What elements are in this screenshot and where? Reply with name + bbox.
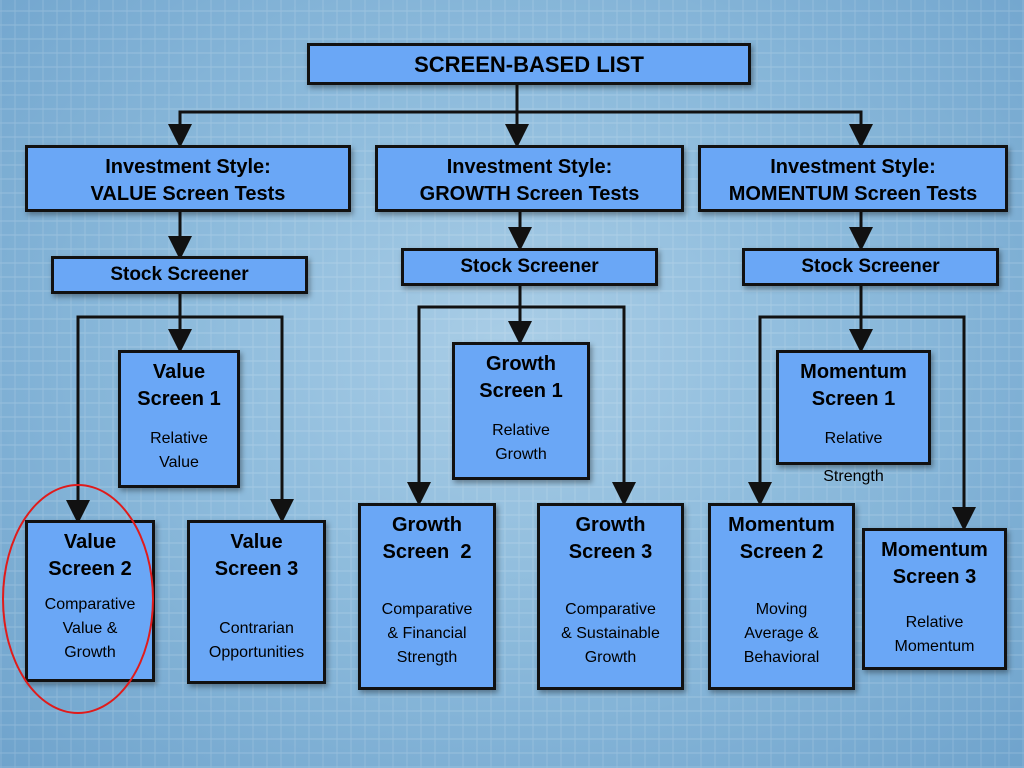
- momentum-screen-3: Momentum Screen 3 Relative Momentum: [862, 528, 1007, 670]
- momentum-screen-1-desc1: Relative: [824, 430, 883, 447]
- root-label: SCREEN-BASED LIST: [414, 52, 644, 77]
- momentum-screen-1: Momentum Screen 1 Relative Strength: [776, 350, 931, 485]
- momentum-screener-label: Stock Screener: [801, 256, 940, 277]
- growth-style-line1: Investment Style:: [446, 156, 613, 178]
- momentum-stock-screener: Stock Screener: [742, 248, 999, 286]
- value-screen-1: Value Screen 1 Relative Value: [118, 350, 240, 488]
- value-style-line1: Investment Style:: [105, 156, 271, 178]
- value-stock-screener: Stock Screener: [51, 256, 308, 294]
- value-screen-3-line1: Value: [230, 531, 283, 553]
- momentum-screen-2-desc2: Average &: [744, 625, 819, 642]
- momentum-screen-3-line2: Screen 3: [892, 566, 977, 588]
- value-screen-3-desc2: Opportunities: [208, 644, 305, 661]
- value-screen-3-line2: Screen 3: [214, 558, 299, 580]
- growth-screen-2-line1: Growth: [392, 514, 462, 536]
- growth-screen-2-desc2: & Financial: [387, 625, 467, 642]
- growth-style-box: Investment Style: GROWTH Screen Tests: [375, 145, 684, 212]
- momentum-screen-2-desc1: Moving: [755, 601, 808, 618]
- growth-screener-label: Stock Screener: [460, 256, 599, 277]
- momentum-screen-3-line1: Momentum: [881, 539, 988, 561]
- momentum-screen-1-line2: Screen 1: [811, 388, 896, 410]
- value-screen-1-line1: Value: [152, 361, 206, 383]
- momentum-style-line1: Investment Style:: [770, 156, 936, 178]
- momentum-screen-3-desc1: Relative: [905, 614, 964, 631]
- momentum-style-box: Investment Style: MOMENTUM Screen Tests: [698, 145, 1008, 212]
- growth-screen-1-desc1: Relative: [492, 422, 550, 439]
- momentum-screen-2-line1: Momentum: [728, 514, 835, 536]
- growth-screen-3: Growth Screen 3 Comparative & Sustainabl…: [537, 503, 684, 690]
- momentum-screen-2-line2: Screen 2: [739, 541, 824, 563]
- growth-screen-1-line2: Screen 1: [479, 380, 563, 402]
- value-screen-3: Value Screen 3 Contrarian Opportunities: [187, 520, 326, 684]
- value-screen-1-desc1: Relative: [150, 430, 208, 447]
- value-style-line2: VALUE Screen Tests: [90, 183, 286, 205]
- momentum-screen-3-desc2: Momentum: [894, 638, 975, 655]
- growth-screen-3-desc2: & Sustainable: [561, 625, 660, 642]
- growth-screen-1-desc2: Growth: [495, 446, 547, 463]
- growth-screen-2-desc1: Comparative: [381, 601, 473, 618]
- growth-screen-2: Growth Screen 2 Comparative & Financial …: [358, 503, 496, 690]
- momentum-screen-2: Momentum Screen 2 Moving Average & Behav…: [708, 503, 855, 690]
- momentum-screen-1-desc2: Strength: [823, 468, 884, 485]
- growth-screen-3-line1: Growth: [575, 514, 646, 536]
- growth-screen-3-desc3: Growth: [584, 649, 637, 666]
- growth-screen-2-desc3: Strength: [396, 649, 458, 666]
- growth-screen-1: Growth Screen 1 Relative Growth: [452, 342, 590, 480]
- growth-screen-3-line2: Screen 3: [568, 541, 653, 563]
- root-box: SCREEN-BASED LIST: [307, 43, 751, 85]
- value-screen-1-line2: Screen 1: [137, 388, 221, 410]
- growth-screen-2-line2: Screen 2: [382, 541, 472, 563]
- growth-screen-1-line1: Growth: [486, 353, 556, 375]
- value-screen-3-desc1: Contrarian: [219, 620, 294, 637]
- momentum-style-line2: MOMENTUM Screen Tests: [728, 183, 978, 205]
- growth-screen-3-desc1: Comparative: [565, 601, 656, 618]
- value-style-box: Investment Style: VALUE Screen Tests: [25, 145, 351, 212]
- growth-stock-screener: Stock Screener: [401, 248, 658, 286]
- value-screener-label: Stock Screener: [110, 264, 249, 285]
- momentum-screen-1-line1: Momentum: [800, 361, 907, 383]
- value-screen-1-desc2: Value: [159, 454, 199, 471]
- momentum-screen-2-desc3: Behavioral: [743, 649, 820, 666]
- highlight-ellipse: [2, 484, 154, 714]
- growth-style-line2: GROWTH Screen Tests: [419, 183, 640, 205]
